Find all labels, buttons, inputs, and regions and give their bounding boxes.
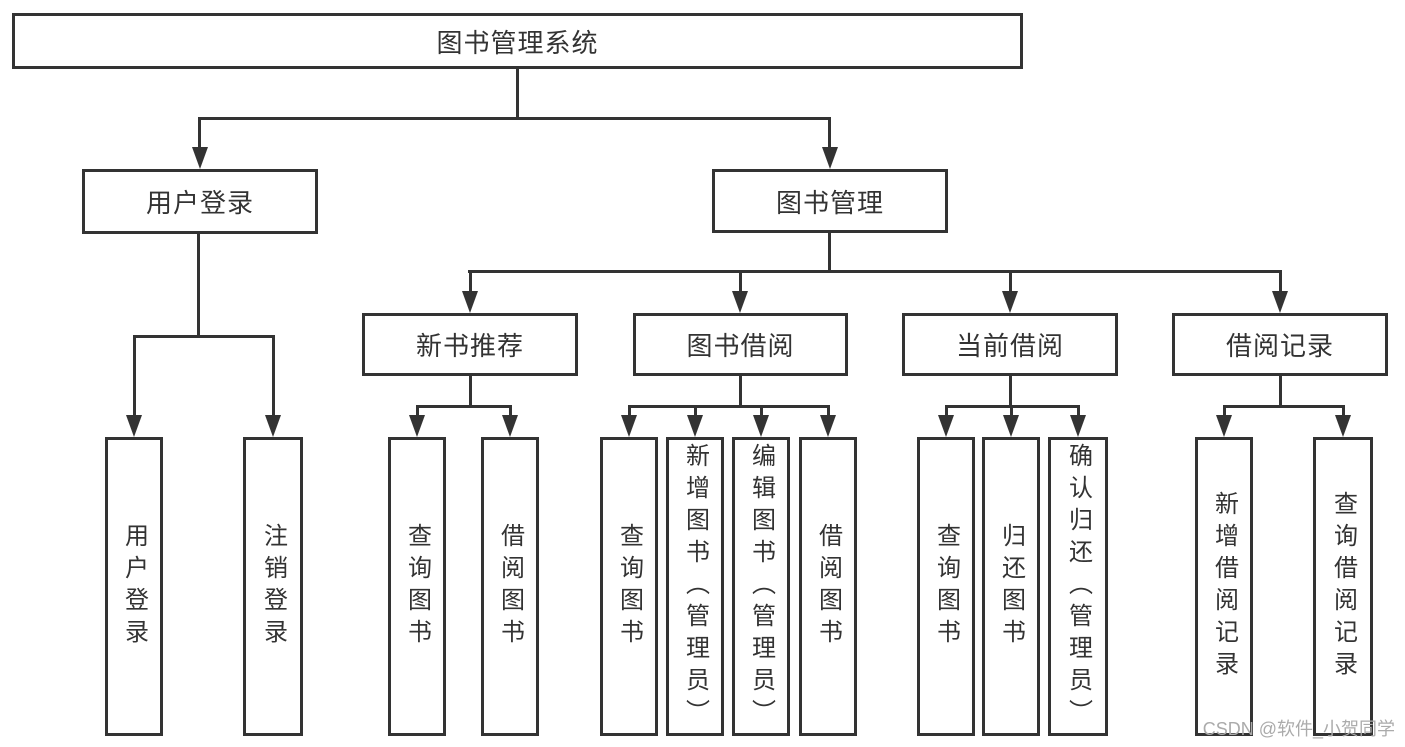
- connector-line: [272, 335, 275, 417]
- connector-line: [133, 335, 275, 338]
- node-book-borrow: 图书借阅: [633, 313, 848, 376]
- connector-line: [628, 405, 830, 408]
- node-book-management: 图书管理: [712, 169, 948, 233]
- connector-line: [760, 405, 763, 417]
- arrowhead-down: [462, 291, 478, 313]
- leaf-confirm-return-admin-label: 确认归还（管理员）: [1064, 442, 1092, 731]
- arrowhead-down: [192, 147, 208, 169]
- arrowhead-down: [732, 291, 748, 313]
- connector-line: [1279, 270, 1282, 293]
- node-borrow-records: 借阅记录: [1172, 313, 1388, 376]
- leaf-query-books-current-label: 查询图书: [932, 522, 960, 651]
- leaf-add-borrow-record: 新增借阅记录: [1195, 437, 1253, 736]
- connector-line: [516, 69, 519, 119]
- connector-line: [198, 117, 831, 120]
- watermark: CSDN @软件_小贺同学: [1202, 719, 1395, 739]
- node-borrow-records-label: 借阅记录: [1225, 331, 1334, 361]
- leaf-query-books-borrow-label: 查询图书: [615, 522, 643, 651]
- connector-line: [1223, 405, 1345, 408]
- arrowhead-down: [753, 415, 769, 437]
- node-root: 图书管理系统: [12, 13, 1023, 69]
- arrowhead-down: [126, 415, 142, 437]
- arrowhead-down: [938, 415, 954, 437]
- arrowhead-down: [820, 415, 836, 437]
- leaf-logout: 注销登录: [243, 437, 303, 736]
- leaf-query-books-newbook-label: 查询图书: [403, 522, 431, 651]
- connector-line: [509, 405, 512, 417]
- leaf-logout-label: 注销登录: [259, 522, 287, 651]
- leaf-return-books: 归还图书: [982, 437, 1040, 736]
- connector-line: [133, 335, 136, 417]
- connector-line: [1223, 405, 1226, 417]
- leaf-edit-books-admin-label: 编辑图书（管理员）: [747, 442, 775, 731]
- leaf-borrow-books-newbook-label: 借阅图书: [496, 522, 524, 651]
- arrowhead-down: [1335, 415, 1351, 437]
- connector-line: [739, 376, 742, 407]
- leaf-borrow-books: 借阅图书: [799, 437, 857, 736]
- connector-line: [1009, 376, 1012, 407]
- connector-line: [416, 405, 512, 408]
- connector-line: [694, 405, 697, 417]
- connector-line: [469, 376, 472, 407]
- arrowhead-down: [502, 415, 518, 437]
- connector-line: [827, 405, 830, 417]
- leaf-add-borrow-record-label: 新增借阅记录: [1210, 490, 1238, 683]
- connector-line: [1279, 376, 1282, 407]
- leaf-borrow-books-label: 借阅图书: [814, 522, 842, 651]
- connector-line: [197, 234, 200, 337]
- connector-line: [469, 270, 472, 293]
- connector-line: [1342, 405, 1345, 417]
- leaf-query-borrow-record: 查询借阅记录: [1313, 437, 1373, 736]
- node-book-management-label: 图书管理: [775, 187, 884, 218]
- arrowhead-down: [1003, 415, 1019, 437]
- leaf-return-books-label: 归还图书: [997, 522, 1025, 651]
- node-book-borrow-label: 图书借阅: [686, 331, 795, 361]
- leaf-query-books-current: 查询图书: [917, 437, 975, 736]
- connector-line: [628, 405, 631, 417]
- arrowhead-down: [409, 415, 425, 437]
- arrowhead-down: [687, 415, 703, 437]
- node-current-borrow-label: 当前借阅: [955, 331, 1064, 361]
- connector-line: [198, 117, 201, 149]
- arrowhead-down: [1070, 415, 1086, 437]
- connector-line: [468, 270, 1282, 273]
- arrowhead-down: [621, 415, 637, 437]
- leaf-borrow-books-newbook: 借阅图书: [481, 437, 539, 736]
- node-current-borrow: 当前借阅: [902, 313, 1118, 376]
- leaf-user-login-label: 用户登录: [120, 522, 148, 651]
- arrowhead-down: [1272, 291, 1288, 313]
- connector-line: [1009, 270, 1012, 293]
- connector-line: [1010, 405, 1013, 417]
- leaf-add-books-admin-label: 新增图书（管理员）: [681, 442, 709, 731]
- connector-line: [828, 233, 831, 272]
- connector-line: [945, 405, 948, 417]
- connector-line: [828, 117, 831, 149]
- connector-line: [416, 405, 419, 417]
- node-user-login-label: 用户登录: [145, 188, 254, 218]
- node-new-book-recommend-label: 新书推荐: [415, 331, 524, 361]
- arrowhead-down: [822, 147, 838, 169]
- connector-line: [1077, 405, 1080, 417]
- leaf-query-borrow-record-label: 查询借阅记录: [1329, 490, 1357, 683]
- leaf-edit-books-admin: 编辑图书（管理员）: [732, 437, 790, 736]
- node-user-login: 用户登录: [82, 169, 318, 234]
- arrowhead-down: [1216, 415, 1232, 437]
- leaf-add-books-admin: 新增图书（管理员）: [666, 437, 724, 736]
- node-new-book-recommend: 新书推荐: [362, 313, 578, 376]
- leaf-user-login: 用户登录: [105, 437, 163, 736]
- leaf-query-books-newbook: 查询图书: [388, 437, 446, 736]
- leaf-confirm-return-admin: 确认归还（管理员）: [1048, 437, 1108, 736]
- arrowhead-down: [265, 415, 281, 437]
- leaf-query-books-borrow: 查询图书: [600, 437, 658, 736]
- connector-line: [739, 270, 742, 293]
- node-root-label: 图书管理系统: [436, 27, 599, 58]
- arrowhead-down: [1002, 291, 1018, 313]
